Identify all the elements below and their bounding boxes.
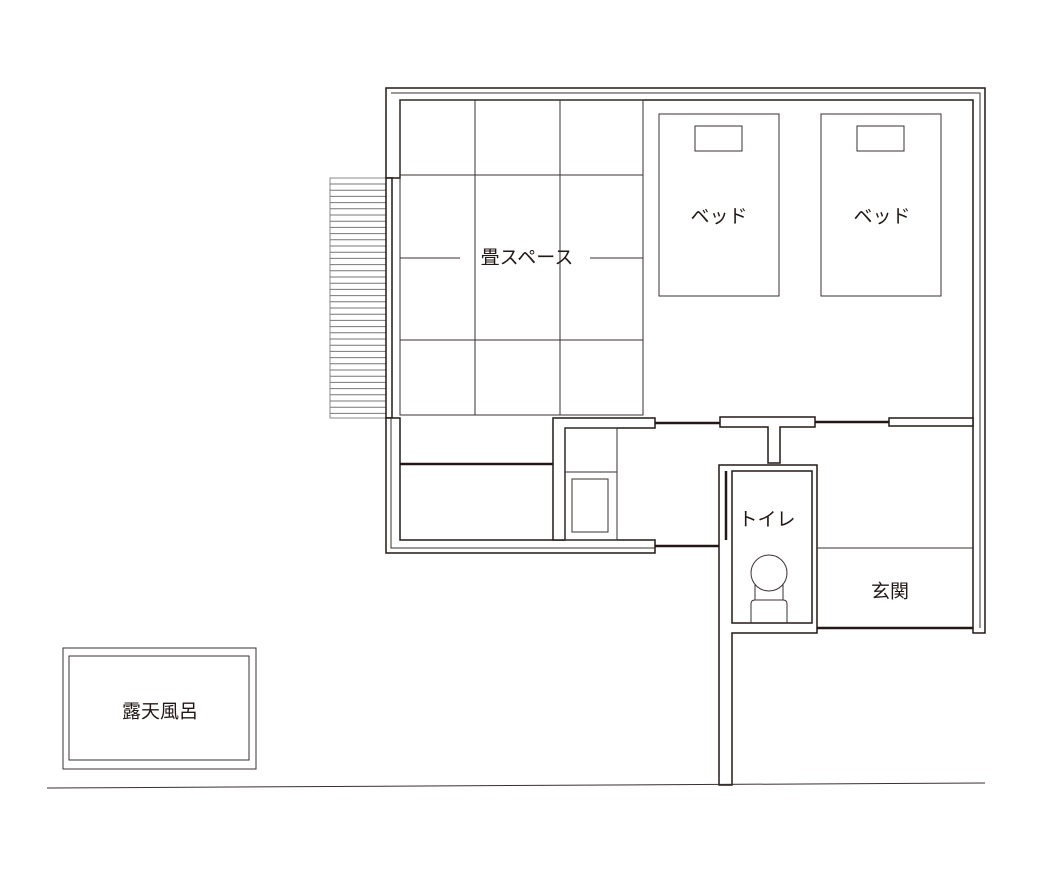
outdoor-bath-label: 露天風呂	[122, 701, 198, 723]
pillow-1	[694, 125, 743, 152]
washroom	[564, 427, 618, 541]
site-boundary-line	[46, 782, 986, 789]
tatami-label: 畳スペース	[481, 247, 574, 269]
toilet-label: トイレ	[738, 509, 795, 531]
exterior-walls	[385, 87, 986, 634]
bed-1-label: ベッド	[690, 206, 747, 228]
outdoor-bath	[62, 647, 257, 770]
entrance	[817, 547, 973, 630]
wooden-deck	[329, 177, 387, 419]
entrance-label: 玄関	[871, 581, 909, 603]
interior-walls	[400, 416, 974, 548]
pillow-2	[856, 125, 905, 152]
washbasin	[571, 478, 609, 533]
tatami-mats	[399, 99, 644, 416]
bed-2	[820, 113, 942, 297]
toilet-room	[718, 464, 818, 786]
bed-1	[658, 113, 780, 297]
bed-2-label: ベッド	[853, 206, 910, 228]
toilet-icon	[750, 584, 788, 623]
